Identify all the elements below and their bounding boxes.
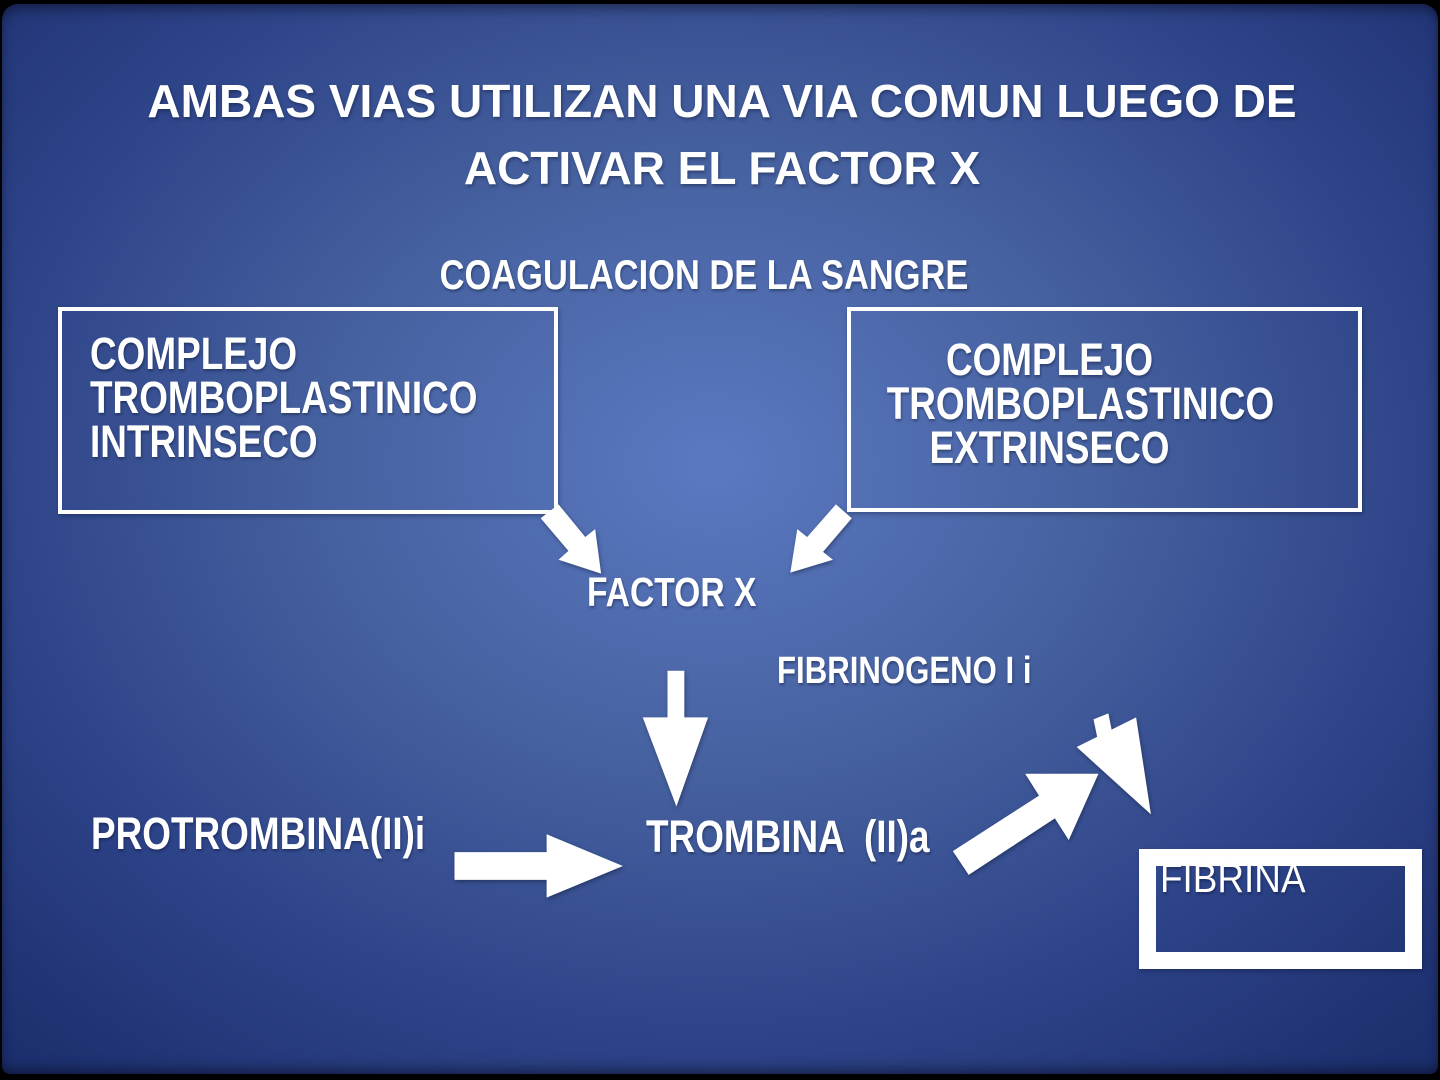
slide-title: AMBAS VIAS UTILIZAN UNA VIA COMUN LUEGO … <box>147 75 1297 194</box>
node-factor-x: FACTOR X <box>587 569 757 615</box>
box-line: EXTRINSECO <box>929 422 1170 473</box>
box-line: COMPLEJO <box>945 334 1154 385</box>
node-protrombina: PROTROMBINA(II)i <box>91 808 426 859</box>
box-line: INTRINSECO <box>90 416 318 467</box>
box-intrinseco-text: COMPLEJO TROMBOPLASTINICO INTRINSECO <box>90 328 478 467</box>
box-complejo-tromboplastinico-intrinseco: COMPLEJO TROMBOPLASTINICO INTRINSECO <box>58 307 558 514</box>
arrow-intrinseco-to-factor-x-icon <box>540 504 602 574</box>
box-line: TROMBOPLASTINICO <box>886 378 1275 429</box>
box-line: TROMBOPLASTINICO <box>90 372 478 423</box>
arrow-fibrinogeno-to-fibrina-head-icon <box>1076 717 1151 815</box>
slide-background: AMBAS VIAS UTILIZAN UNA VIA COMUN LUEGO … <box>2 4 1438 1074</box>
box-extrinseco-text: COMPLEJO TROMBOPLASTINICO EXTRINSECO <box>886 334 1275 473</box>
arrow-extrinseco-to-factor-x-icon <box>790 504 852 573</box>
node-fibrinogeno: FIBRINOGENO I i <box>777 650 1032 692</box>
slide-subtitle: COAGULACION DE LA SANGRE <box>439 251 969 298</box>
arrow-fibrinogeno-to-fibrina-stem-icon <box>1093 713 1114 744</box>
arrow-factor-x-to-trombina-icon <box>642 670 709 807</box>
box-complejo-tromboplastinico-extrinseco: COMPLEJO TROMBOPLASTINICO EXTRINSECO <box>847 307 1362 512</box>
arrow-protrombina-to-trombina-icon <box>454 834 623 898</box>
fibrina-box <box>1139 849 1422 969</box>
arrow-trombina-to-fibrina-icon <box>952 773 1099 875</box>
node-trombina: TROMBINA (II)a <box>646 811 930 862</box>
box-line: COMPLEJO <box>90 328 298 379</box>
node-fibrina: FIBRINA <box>1160 855 1306 901</box>
